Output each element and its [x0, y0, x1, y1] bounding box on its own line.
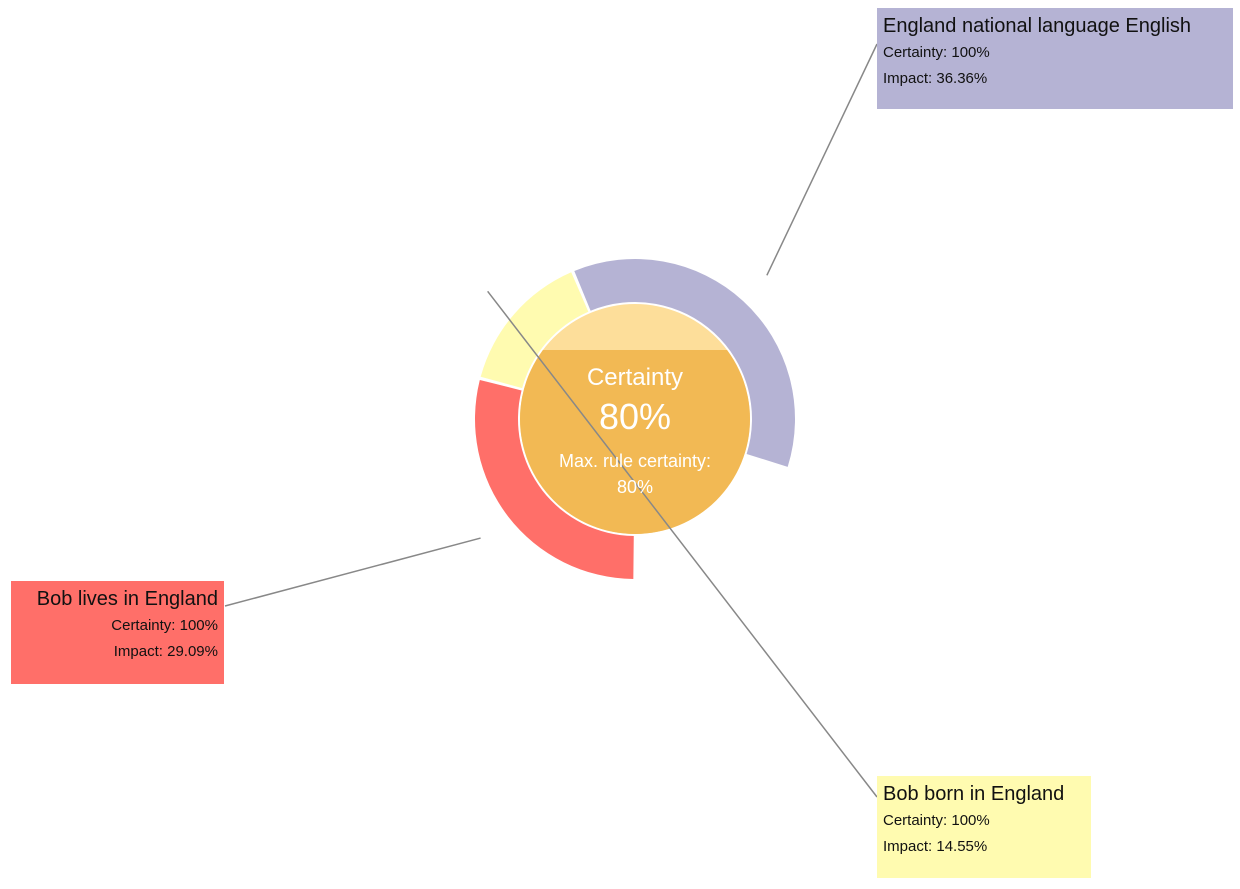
premise-card-bob-born: Bob born in England Certainty: 100% Impa… — [877, 776, 1091, 878]
premise-card-england-language: England national language English Certai… — [877, 8, 1233, 109]
premise-card-bob-lives: Bob lives in England Certainty: 100% Imp… — [11, 581, 224, 684]
max-rule-certainty-value: 80% — [616, 477, 654, 497]
premise-impact: Impact: 29.09% — [113, 643, 218, 660]
premise-impact: Impact: 36.36% — [883, 70, 988, 87]
max-rule-certainty-label: Max. rule certainty: — [558, 451, 712, 471]
connectors — [224, 43, 878, 798]
premise-certainty: Certainty: 100% — [111, 617, 218, 634]
certainty-gauge — [520, 304, 750, 534]
impact-ring — [475, 259, 795, 579]
impact-segment-0 — [475, 379, 634, 579]
connector-line-1 — [487, 290, 878, 798]
certainty-gauge-fill — [520, 350, 750, 534]
center-certainty-label: Certainty — [586, 364, 684, 391]
premise-title: Bob lives in England — [36, 588, 218, 610]
premise-title: Bob born in England — [883, 783, 1065, 805]
connector-line-2 — [766, 43, 878, 276]
premise-certainty: Certainty: 100% — [883, 44, 990, 61]
center-certainty-value: 80% — [598, 396, 672, 437]
premise-certainty: Certainty: 100% — [883, 812, 990, 829]
premise-impact: Impact: 14.55% — [883, 838, 988, 855]
premise-title: England national language English — [883, 15, 1192, 37]
impact-segment-2 — [574, 259, 795, 467]
connector-line-0 — [224, 537, 481, 607]
impact-segment-1 — [480, 272, 589, 389]
